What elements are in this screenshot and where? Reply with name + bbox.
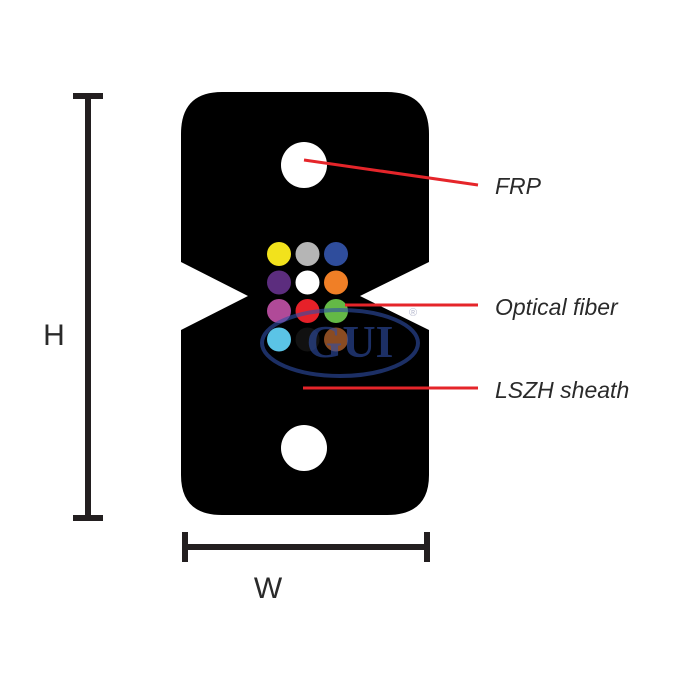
optical-fiber-r1-c3 [324, 242, 348, 266]
optical-fiber-r3-c1 [267, 299, 291, 323]
width-dimension: W [182, 532, 430, 605]
optical-fiber-r4-c1 [267, 327, 291, 352]
optical-fiber-r4-c2 [295, 327, 320, 352]
frp-label: FRP [495, 173, 542, 199]
height-label: H [43, 319, 65, 352]
width-label: W [254, 572, 283, 605]
optical-fiber-r2-c1 [267, 270, 291, 295]
watermark-registered-mark: ® [409, 307, 417, 319]
optical-fiber-label: Optical fiber [495, 294, 619, 320]
optical-fiber-r2-c3 [324, 270, 348, 295]
optical-fiber-r4-c3 [324, 327, 348, 352]
watermark-text: GUI [307, 316, 394, 367]
optical-fiber-bundle [267, 242, 348, 352]
frp-strength-member-bottom [281, 425, 327, 471]
watermark-swoosh [260, 308, 420, 378]
optical-fiber-r1-c1 [267, 242, 291, 266]
height-dimension: H [43, 93, 103, 521]
optical-fiber-r2-c2 [295, 270, 320, 295]
frp-strength-member-top [281, 142, 327, 188]
gui-watermark-logo: GUI ® [260, 307, 420, 378]
optical-fiber-r1-c2 [295, 242, 320, 266]
frp-callout-line [303, 158, 479, 187]
lszh-sheath-label: LSZH sheath [495, 377, 629, 403]
